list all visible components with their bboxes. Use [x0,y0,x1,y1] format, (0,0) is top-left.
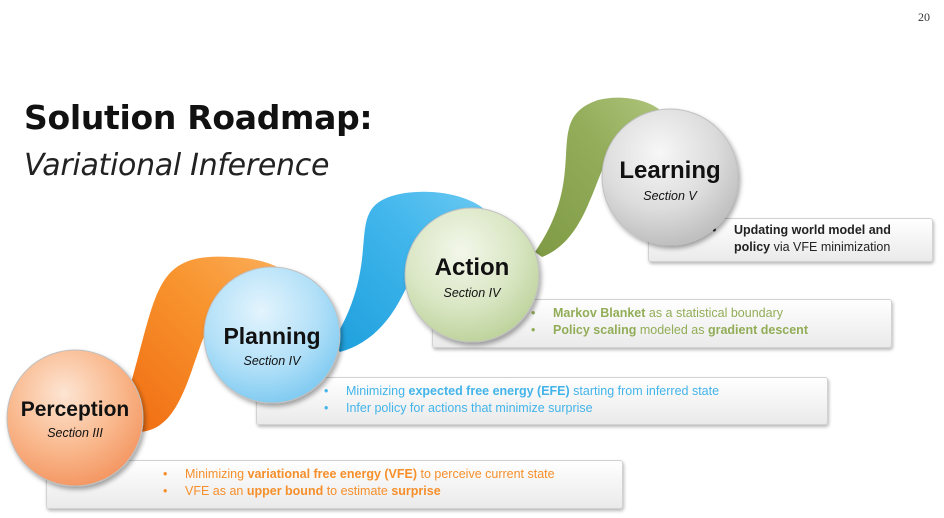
planning-bullet-text: expected free energy (EFE) [408,384,570,398]
planning-bullet: Infer policy for actions that minimize s… [324,400,827,417]
slide-title: Solution Roadmap: [24,98,373,137]
learning-bullet-text: Updating world model and [734,223,891,237]
perception-bullet: VFE as an upper bound to estimate surpri… [163,483,622,500]
learning-bullet: Updating world model and [712,222,932,239]
learning-circle [601,108,739,246]
planning-bullet-text: Infer policy for actions that minimize s… [346,401,593,415]
planning-bullet-text: starting from inferred state [569,384,720,398]
action-bullet-text: modeled as [636,323,708,337]
planning-circle [203,266,341,404]
action-bullet-text: as a statistical boundary [645,306,783,320]
perception-bullet: Minimizing variational free energy (VFE)… [163,466,622,483]
action-bullet-text: gradient descent [707,323,808,337]
learning-bullet: policy via VFE minimization [734,239,932,256]
perception-info-box: Minimizing variational free energy (VFE)… [46,460,623,509]
planning-bullet: Minimizing expected free energy (EFE) st… [324,383,827,400]
perception-bullet-text: Minimizing [185,467,248,481]
action-bullet-text: Markov Blanket [553,306,646,320]
learning-bullet-text: policy [734,240,771,254]
perception-bullet-text: VFE as an [185,484,247,498]
planning-info-box: Minimizing expected free energy (EFE) st… [256,377,828,425]
perception-circle [6,349,144,487]
perception-bullet-text: to perceive current state [417,467,555,481]
action-bullet-text: Policy scaling [553,323,637,337]
perception-bullet-text: upper bound [246,484,324,498]
perception-bullet-text: surprise [391,484,441,498]
learning-bullet-text: via VFE minimization [770,240,891,254]
action-bullet: Markov Blanket as a statistical boundary [531,305,891,322]
page-number: 20 [918,10,930,24]
slide-subtitle: Variational Inference [24,148,330,183]
action-bullet: Policy scaling modeled as gradient desce… [531,322,891,339]
action-circle [404,207,540,343]
perception-bullet-text: to estimate [323,484,392,498]
planning-bullet-text: Minimizing [346,384,409,398]
perception-bullet-text: variational free energy (VFE) [247,467,418,481]
